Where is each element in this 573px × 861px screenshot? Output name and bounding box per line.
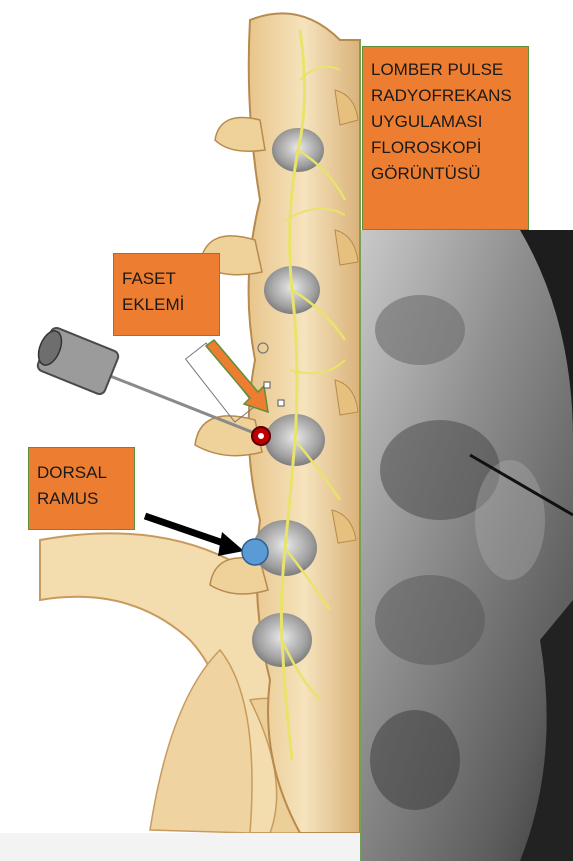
fluoroscopy-image: [360, 230, 573, 861]
title-line-1: LOMBER PULSE: [371, 57, 520, 83]
facet-joint-label: FASET EKLEMİ: [113, 253, 220, 336]
facet-line-1: FASET: [122, 266, 211, 292]
title-line-3: UYGULAMASI: [371, 109, 520, 135]
title-line-5: GÖRÜNTÜSÜ: [371, 161, 520, 187]
dorsal-ramus-marker: [242, 539, 268, 565]
title-line-4: FLOROSKOPİ: [371, 135, 520, 161]
dorsal-ramus-label: DORSAL RAMUS: [28, 447, 135, 530]
footer-strip: [0, 833, 360, 861]
dorsal-line-1: DORSAL: [37, 460, 126, 486]
dorsal-line-2: RAMUS: [37, 486, 126, 512]
target-marker: [252, 427, 270, 445]
facet-line-2: EKLEMİ: [122, 292, 211, 318]
title-line-2: RADYOFREKANS: [371, 83, 520, 109]
title-label: LOMBER PULSE RADYOFREKANS UYGULAMASI FLO…: [362, 46, 529, 230]
